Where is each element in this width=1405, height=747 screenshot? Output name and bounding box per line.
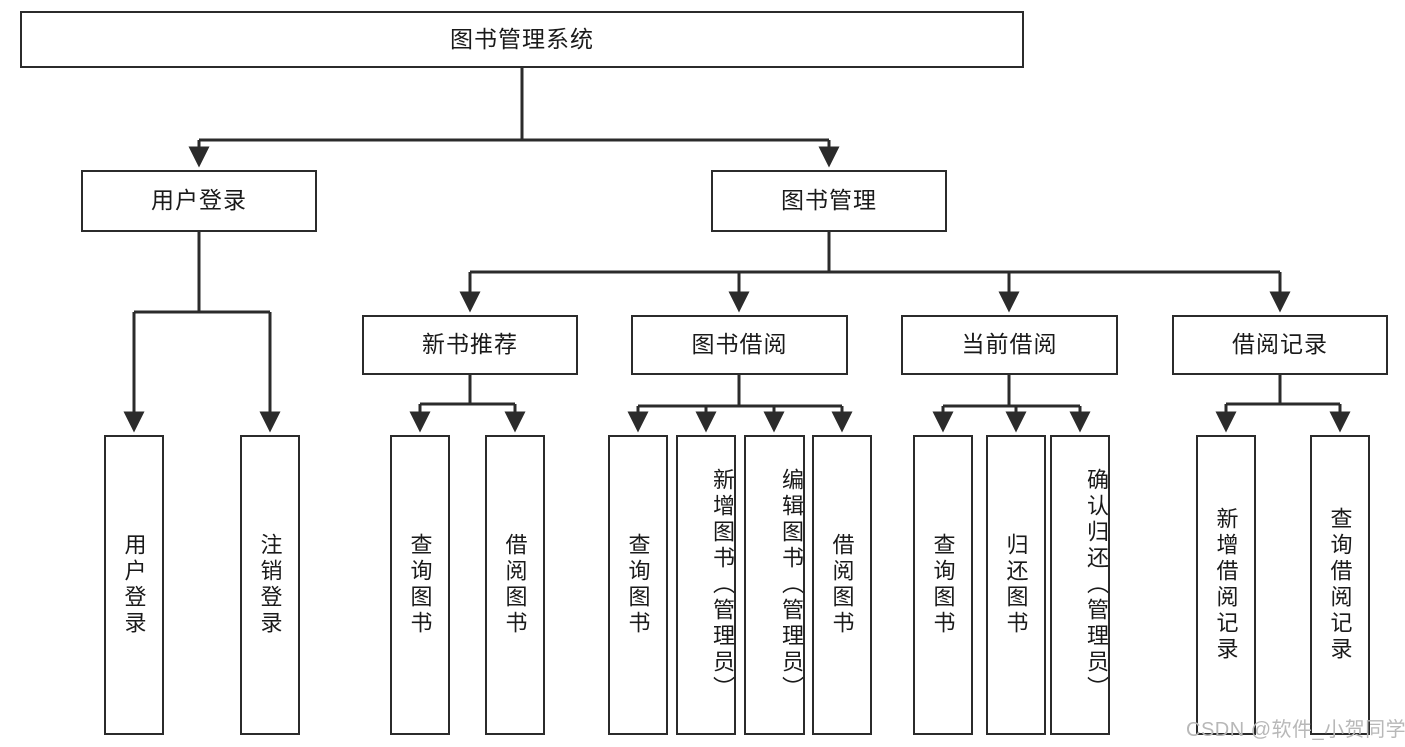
node-borrow-record[interactable]: 借阅记录 (1172, 315, 1388, 375)
leaf-label: 查询借阅记录 (1327, 507, 1353, 663)
leaf-label: 确认归还（管理员） (1084, 468, 1109, 702)
node-root[interactable]: 图书管理系统 (20, 11, 1024, 68)
leaf-label: 注销登录 (257, 533, 283, 637)
node-book-borrow[interactable]: 图书借阅 (631, 315, 848, 375)
leaf-label: 查询图书 (625, 533, 651, 637)
leaf-label: 借阅图书 (829, 533, 855, 637)
leaf-query-book-new[interactable]: 查询图书 (390, 435, 450, 735)
node-current-borrow-label: 当前借阅 (961, 331, 1058, 358)
watermark: CSDN @软件_小贺同学 (1186, 719, 1405, 741)
leaf-add-book-admin[interactable]: 新增图书（管理员） (676, 435, 736, 735)
leaf-add-borrow-record[interactable]: 新增借阅记录 (1196, 435, 1256, 735)
node-book-borrow-label: 图书借阅 (691, 331, 788, 358)
leaf-label: 新增借阅记录 (1213, 507, 1239, 663)
node-new-book-recommend[interactable]: 新书推荐 (362, 315, 578, 375)
leaf-label: 归还图书 (1003, 533, 1029, 637)
leaf-query-book-current[interactable]: 查询图书 (913, 435, 973, 735)
leaf-borrow-book-new[interactable]: 借阅图书 (485, 435, 545, 735)
leaf-edit-book-admin[interactable]: 编辑图书（管理员） (744, 435, 805, 735)
leaf-lend-book[interactable]: 借阅图书 (812, 435, 872, 735)
leaf-user-login[interactable]: 用户登录 (104, 435, 164, 735)
node-user-login[interactable]: 用户登录 (81, 170, 317, 232)
node-root-label: 图书管理系统 (450, 25, 594, 52)
leaf-return-book[interactable]: 归还图书 (986, 435, 1046, 735)
node-borrow-record-label: 借阅记录 (1232, 331, 1328, 358)
leaf-label: 新增图书（管理员） (710, 468, 735, 702)
node-book-management[interactable]: 图书管理 (711, 170, 947, 232)
node-new-book-recommend-label: 新书推荐 (422, 331, 518, 358)
node-user-login-label: 用户登录 (151, 187, 247, 214)
leaf-query-borrow-record[interactable]: 查询借阅记录 (1310, 435, 1370, 735)
leaf-label: 用户登录 (121, 533, 147, 637)
leaf-query-book-borrow[interactable]: 查询图书 (608, 435, 668, 735)
leaf-label: 查询图书 (407, 533, 433, 637)
node-current-borrow[interactable]: 当前借阅 (901, 315, 1118, 375)
leaf-label: 借阅图书 (502, 533, 528, 637)
leaf-logout[interactable]: 注销登录 (240, 435, 300, 735)
leaf-label: 查询图书 (930, 533, 956, 637)
leaf-confirm-return-admin[interactable]: 确认归还（管理员） (1050, 435, 1110, 735)
node-book-management-label: 图书管理 (781, 187, 877, 214)
leaf-label: 编辑图书（管理员） (779, 468, 804, 702)
